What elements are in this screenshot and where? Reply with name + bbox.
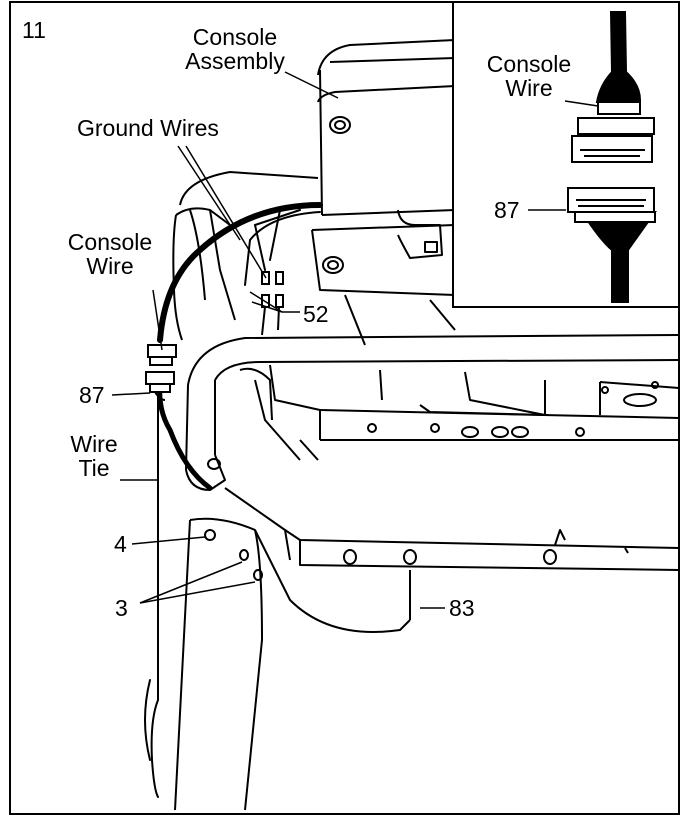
label-wire-tie-line2: Tie <box>78 455 110 482</box>
label-part-87: 87 <box>79 382 105 408</box>
inset-detail <box>452 1 680 308</box>
label-console-assembly-line2: Assembly <box>185 48 285 75</box>
label-console-wire: Console Wire <box>50 230 170 278</box>
step-number: 11 <box>22 17 46 43</box>
label-console-assembly-line1: Console <box>192 24 278 50</box>
label-part-4: 4 <box>114 531 127 557</box>
console-assembly-drawing <box>311 39 456 346</box>
console-wire-harness <box>144 202 323 798</box>
label-console-wire-line2: Wire <box>86 253 134 280</box>
leader-lines <box>111 71 599 609</box>
label-wire-tie: Wire Tie <box>64 432 124 480</box>
inset-label-console-wire-line2: Wire <box>505 75 553 102</box>
console-wire-connector-drawing <box>145 344 177 401</box>
inset-label-part-87: 87 <box>494 197 520 223</box>
label-ground-wires: Ground Wires <box>77 115 219 141</box>
label-console-wire-line1: Console <box>67 229 153 255</box>
ground-wire-connectors-52 <box>261 271 284 336</box>
inset-label-console-wire-line1: Console <box>486 51 572 77</box>
inset-label-console-wire: Console Wire <box>474 52 584 100</box>
outer-border <box>9 1 680 815</box>
label-console-assembly: Console Assembly <box>165 25 305 73</box>
label-part-3: 3 <box>115 595 128 621</box>
label-wire-tie-line1: Wire <box>70 431 118 457</box>
label-part-52: 52 <box>303 301 329 327</box>
label-part-83: 83 <box>449 595 475 621</box>
